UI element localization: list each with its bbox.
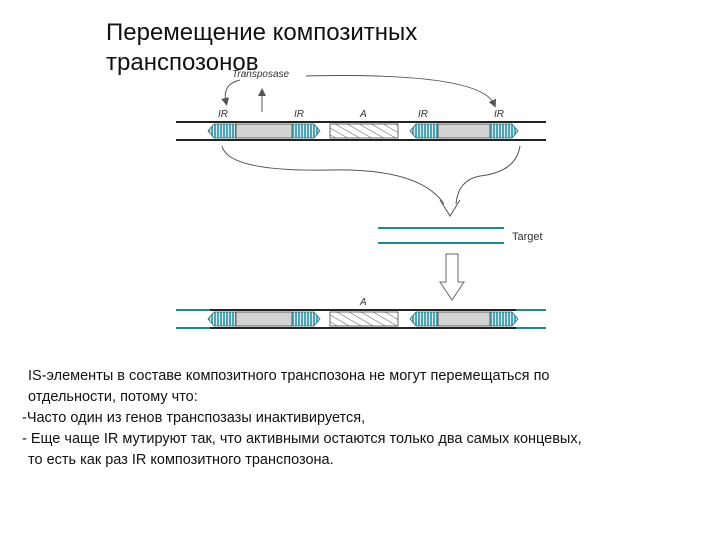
ir-label-4: IR bbox=[494, 109, 504, 120]
ir-element-result-3 bbox=[409, 311, 439, 327]
ir-label-1: IR bbox=[218, 109, 228, 120]
transposase-arrow-left bbox=[221, 79, 241, 106]
transposase-arrow-right bbox=[305, 75, 497, 108]
ir-element-4 bbox=[489, 123, 519, 139]
gene-block-1 bbox=[235, 123, 293, 139]
ir-label-3: IR bbox=[418, 109, 428, 120]
excision-curve-right bbox=[455, 145, 521, 205]
ir-element-result-4 bbox=[489, 311, 519, 327]
gene-a-block bbox=[329, 123, 399, 139]
gene-block-result-1 bbox=[235, 311, 293, 327]
gene-block-2 bbox=[437, 123, 491, 139]
caption-line-2: отдельности, потому что: bbox=[28, 389, 198, 405]
ir-element-3 bbox=[409, 123, 439, 139]
excision-arrowhead bbox=[439, 199, 461, 217]
caption-line-1: IS-элементы в составе композитного транс… bbox=[28, 368, 550, 384]
gene-a-block-result bbox=[329, 311, 399, 327]
target-dna: Target bbox=[378, 227, 543, 244]
caption-line-3: -Часто один из генов транспозазы инактив… bbox=[22, 410, 366, 426]
transposase-label: Transposase bbox=[232, 69, 290, 80]
gene-block-result-2 bbox=[437, 311, 491, 327]
ir-element-2 bbox=[291, 123, 321, 139]
caption-text: IS-элементы в составе композитного транс… bbox=[22, 366, 712, 471]
result-dna: A bbox=[176, 297, 546, 329]
caption-line-4: - Еще чаще IR мутируют так, что активным… bbox=[22, 431, 582, 447]
transposition-diagram: IR IR A IR IR Transposase Target bbox=[176, 69, 546, 329]
excision-curve-left bbox=[221, 145, 445, 205]
a-label-bottom: A bbox=[359, 297, 367, 308]
title-container: Перемещение композитных транспозонов bbox=[100, 18, 540, 78]
insertion-arrow bbox=[439, 253, 465, 301]
donor-dna: IR IR A IR IR bbox=[176, 109, 546, 141]
ir-element-result-1 bbox=[207, 311, 237, 327]
a-label-top: A bbox=[359, 109, 367, 120]
caption-line-5: то есть как раз IR композитного транспоз… bbox=[28, 452, 334, 468]
ir-label-2: IR bbox=[294, 109, 304, 120]
ir-element-1 bbox=[207, 123, 237, 139]
page-title: Перемещение композитных транспозонов bbox=[106, 19, 418, 76]
ir-element-result-2 bbox=[291, 311, 321, 327]
target-label: Target bbox=[512, 231, 543, 243]
